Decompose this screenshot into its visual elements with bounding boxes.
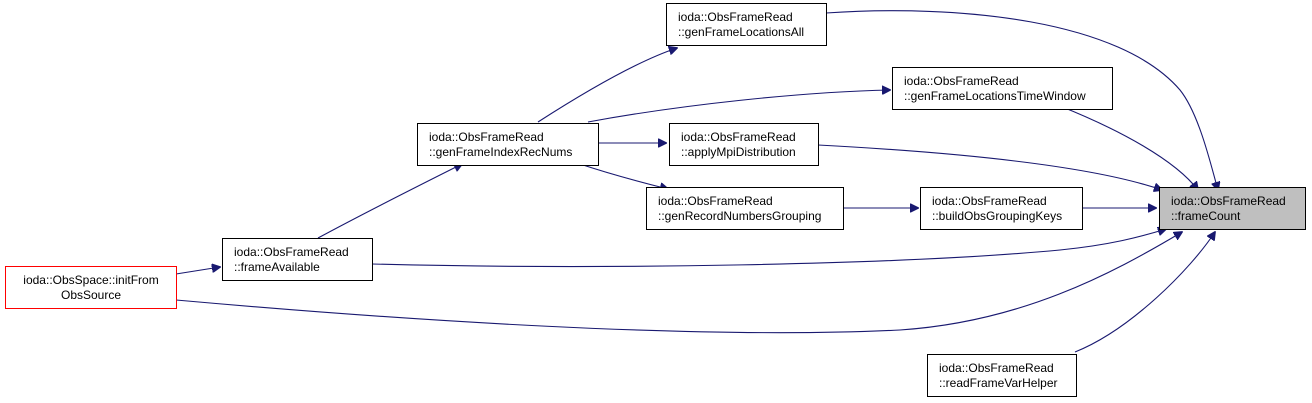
node-init-from-obs-source-line1: ioda::ObsSpace::initFrom — [23, 272, 159, 287]
node-gen-frame-locations-all-line1: ioda::ObsFrameRead — [678, 9, 793, 24]
node-gen-frame-locations-time-window-line2: ::genFrameLocationsTimeWindow — [904, 88, 1086, 103]
node-build-obs-grouping-keys[interactable]: ioda::ObsFrameRead ::buildObsGroupingKey… — [920, 187, 1083, 230]
node-frame-available[interactable]: ioda::ObsFrameRead ::frameAvailable — [222, 238, 373, 281]
node-apply-mpi-distribution-line1: ioda::ObsFrameRead — [681, 129, 796, 144]
node-build-obs-grouping-keys-line1: ioda::ObsFrameRead — [932, 193, 1047, 208]
edge-readvarhelper-to-framecount — [1074, 232, 1215, 353]
edge-frameavailable-to-framecount — [371, 229, 1166, 268]
node-read-frame-var-helper[interactable]: ioda::ObsFrameRead ::readFrameVarHelper — [927, 354, 1077, 397]
edge-frameavailable-to-genindex — [317, 164, 462, 239]
node-gen-record-numbers-grouping-line2: ::genRecordNumbersGrouping — [658, 208, 822, 223]
edge-initfromsource-to-framecount — [175, 232, 1182, 334]
edge-genindex-to-genlocationsall — [537, 48, 677, 123]
node-init-from-obs-source[interactable]: ioda::ObsSpace::initFrom ObsSource — [5, 266, 177, 309]
node-gen-frame-locations-all-line2: ::genFrameLocationsAll — [678, 24, 805, 39]
node-frame-available-line1: ioda::ObsFrameRead — [234, 244, 349, 259]
node-gen-frame-locations-time-window[interactable]: ioda::ObsFrameRead ::genFrameLocationsTi… — [892, 67, 1113, 110]
node-gen-record-numbers-grouping[interactable]: ioda::ObsFrameRead ::genRecordNumbersGro… — [646, 187, 844, 230]
node-gen-frame-index-rec-nums-line2: ::genFrameIndexRecNums — [429, 144, 573, 159]
node-frame-available-line2: ::frameAvailable — [234, 259, 320, 274]
edge-initfromsource-to-frameavailable — [175, 267, 220, 275]
node-build-obs-grouping-keys-line2: ::buildObsGroupingKeys — [932, 208, 1063, 223]
node-frame-count: ioda::ObsFrameRead ::frameCount — [1159, 187, 1306, 230]
node-frame-count-line2: ::frameCount — [1171, 208, 1241, 223]
edge-genindex-to-genrecnums — [579, 163, 668, 189]
node-read-frame-var-helper-line2: ::readFrameVarHelper — [939, 375, 1058, 390]
node-apply-mpi-distribution-line2: ::applyMpiDistribution — [681, 144, 796, 159]
edge-applympi-to-framecount — [817, 144, 1162, 190]
node-apply-mpi-distribution[interactable]: ioda::ObsFrameRead ::applyMpiDistributio… — [669, 123, 819, 166]
node-read-frame-var-helper-line1: ioda::ObsFrameRead — [939, 360, 1054, 375]
node-frame-count-line1: ioda::ObsFrameRead — [1171, 193, 1286, 208]
node-gen-frame-locations-all[interactable]: ioda::ObsFrameRead ::genFrameLocationsAl… — [666, 3, 827, 46]
node-init-from-obs-source-line2: ObsSource — [60, 287, 122, 302]
edge-genindex-to-genlocationstw — [587, 90, 890, 123]
edge-genlocationstw-to-framecount — [1059, 105, 1198, 190]
edge-genlocationsall-to-framecount — [825, 10, 1218, 190]
node-gen-frame-index-rec-nums[interactable]: ioda::ObsFrameRead ::genFrameIndexRecNum… — [417, 123, 599, 166]
node-gen-record-numbers-grouping-line1: ioda::ObsFrameRead — [658, 193, 773, 208]
node-gen-frame-index-rec-nums-line1: ioda::ObsFrameRead — [429, 129, 544, 144]
node-gen-frame-locations-time-window-line1: ioda::ObsFrameRead — [904, 73, 1019, 88]
